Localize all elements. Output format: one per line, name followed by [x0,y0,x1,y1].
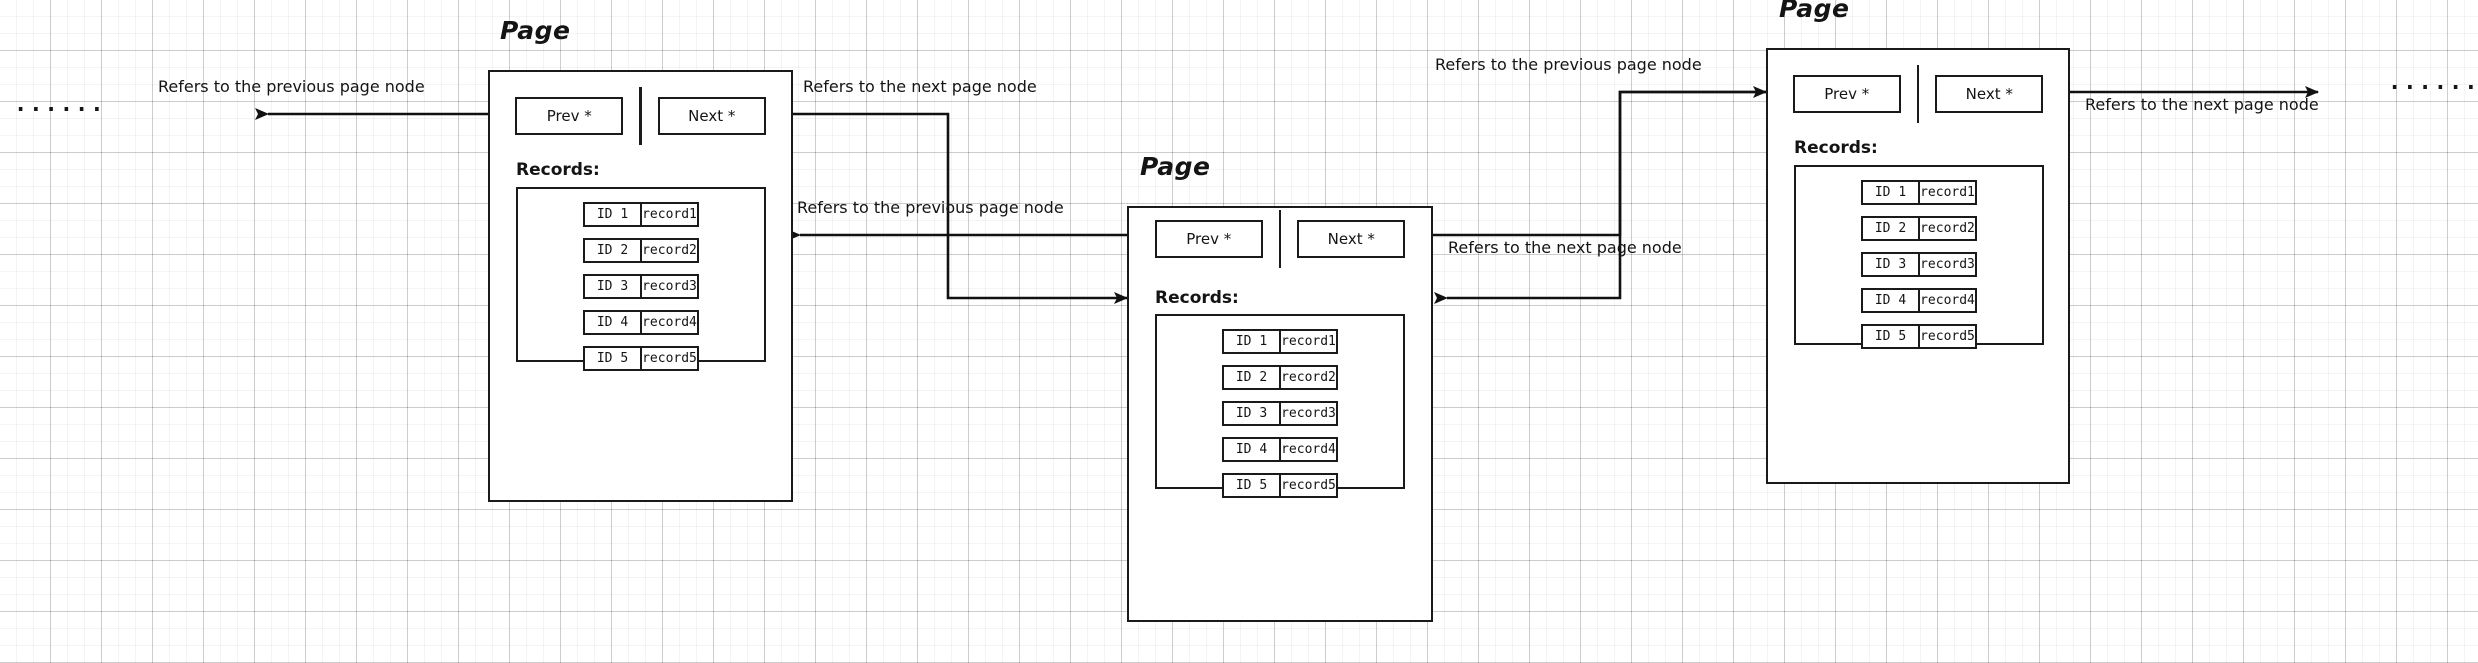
record-id: ID 3 [1861,252,1919,277]
record-id: ID 5 [583,346,641,371]
page-title-2: Page [1140,152,1211,181]
record-row[interactable]: ID 4 record4 [583,310,699,335]
record-value: record5 [641,346,699,371]
record-id: ID 5 [1222,473,1280,498]
records-container-3: ID 1 record1 ID 2 record2 ID 3 record3 I… [1794,165,2044,349]
record-id: ID 1 [1222,329,1280,354]
record-value: record5 [1919,324,1977,349]
record-row[interactable]: ID 1 record1 [583,202,699,227]
record-id: ID 1 [583,202,641,227]
record-row[interactable]: ID 5 record5 [1222,473,1338,498]
record-row[interactable]: ID 5 record5 [1861,324,1977,349]
record-value: record5 [1280,473,1338,498]
pointer-row-2: Prev * Next * [1129,210,1431,268]
record-id: ID 2 [1861,216,1919,241]
wire-page3-prev [1434,90,1766,304]
pointer-divider-3 [1916,65,1920,123]
record-value: record3 [641,274,699,299]
record-row[interactable]: ID 3 record3 [1222,401,1338,426]
records-heading-3: Records: [1794,138,1878,158]
records-heading-2: Records: [1155,288,1239,308]
next-pointer-3[interactable]: Next * [1935,75,2044,113]
record-id: ID 2 [1222,365,1280,390]
records-container-1: ID 1 record1 ID 2 record2 ID 3 record3 I… [516,187,766,371]
prev-pointer-3[interactable]: Prev * [1792,75,1901,113]
prev-pointer-2[interactable]: Prev * [1154,220,1263,258]
records-container-2: ID 1 record1 ID 2 record2 ID 3 record3 I… [1155,314,1405,498]
pointer-divider-2 [1278,210,1282,268]
record-value: record2 [641,238,699,263]
page-node-3[interactable]: Prev * Next * Records: ID 1 record1 ID 2… [1766,48,2070,484]
record-id: ID 1 [1861,180,1919,205]
record-row[interactable]: ID 3 record3 [1861,252,1977,277]
pointer-row-1: Prev * Next * [490,87,791,145]
record-id: ID 4 [1861,288,1919,313]
record-id: ID 2 [583,238,641,263]
record-id: ID 4 [583,310,641,335]
label-page1-next: Refers to the next page node [803,77,1037,96]
record-row[interactable]: ID 1 record1 [1861,180,1977,205]
page-title-1: Page [500,16,571,45]
ellipsis-left: ...... [14,92,106,117]
record-value: record3 [1919,252,1977,277]
page-node-1[interactable]: Prev * Next * Records: ID 1 record1 ID 2… [488,70,793,502]
label-page3-next: Refers to the next page node [2085,95,2319,114]
pointer-row-3: Prev * Next * [1768,65,2068,123]
record-row[interactable]: ID 2 record2 [1861,216,1977,241]
record-id: ID 5 [1861,324,1919,349]
record-value: record4 [1919,288,1977,313]
record-id: ID 4 [1222,437,1280,462]
record-value: record4 [1280,437,1338,462]
record-value: record3 [1280,401,1338,426]
label-page3-prev: Refers to the previous page node [1435,55,1702,74]
records-heading-1: Records: [516,160,600,180]
record-row[interactable]: ID 2 record2 [1222,365,1338,390]
page-node-2[interactable]: Prev * Next * Records: ID 1 record1 ID 2… [1127,206,1433,622]
record-id: ID 3 [1222,401,1280,426]
record-id: ID 3 [583,274,641,299]
next-pointer-2[interactable]: Next * [1297,220,1406,258]
page-title-3: Page [1779,0,1850,23]
record-row[interactable]: ID 4 record4 [1861,288,1977,313]
record-row[interactable]: ID 5 record5 [583,346,699,371]
wire-page2-next [1433,86,1767,237]
record-value: record2 [1919,216,1977,241]
pointer-divider-1 [639,87,642,145]
ellipsis-right: ...... [2388,70,2478,95]
record-value: record1 [641,202,699,227]
record-row[interactable]: ID 3 record3 [583,274,699,299]
prev-pointer-1[interactable]: Prev * [515,97,624,135]
record-value: record4 [641,310,699,335]
record-row[interactable]: ID 1 record1 [1222,329,1338,354]
record-value: record1 [1919,180,1977,205]
label-page2-next: Refers to the next page node [1448,238,1682,257]
label-page1-prev: Refers to the previous page node [158,77,425,96]
record-value: record2 [1280,365,1338,390]
label-page2-prev: Refers to the previous page node [797,198,1064,217]
record-value: record1 [1280,329,1338,354]
record-row[interactable]: ID 4 record4 [1222,437,1338,462]
next-pointer-1[interactable]: Next * [657,97,766,135]
record-row[interactable]: ID 2 record2 [583,238,699,263]
